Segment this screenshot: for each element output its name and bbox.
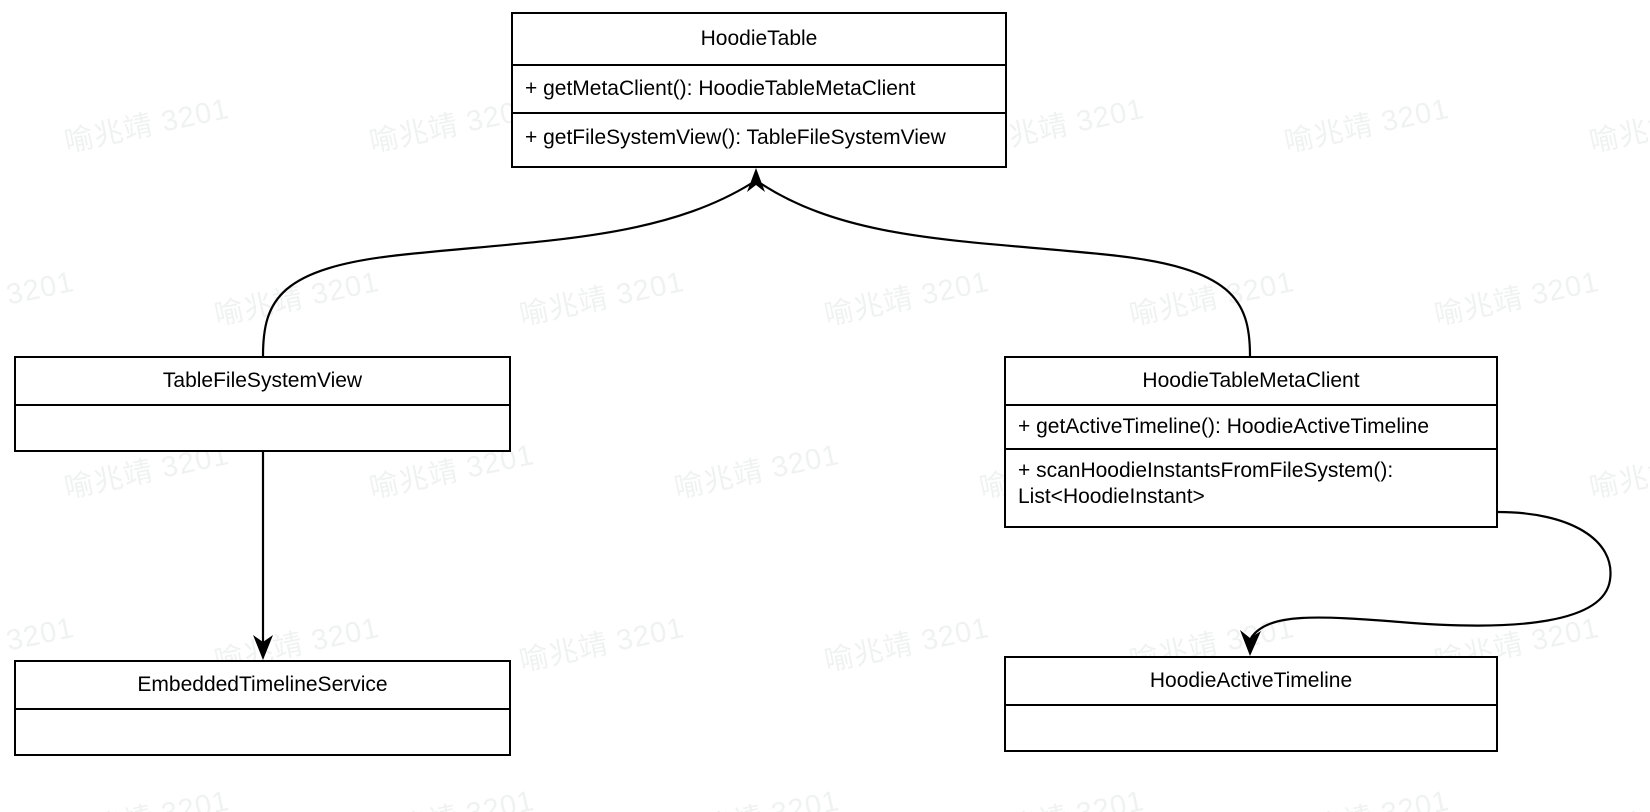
arrowhead-into-hoodie-table [747,168,765,192]
edge-tfsv-to-embedded [253,452,273,660]
edge-metaclient-to-activetimeline [1240,512,1611,656]
watermark-text: 喻兆靖 3201 [821,611,993,679]
class-box-hoodie-table-meta-client[interactable]: HoodieTableMetaClient + getActiveTimelin… [1004,356,1498,528]
class-name-hoodie-table: HoodieTable [513,14,1005,66]
class-box-tablefilesystemview[interactable]: TableFileSystemView [14,356,511,452]
class-name-tablefilesystemview: TableFileSystemView [16,358,509,406]
watermark-text: 喻兆靖 3201 [60,777,233,812]
watermark-text: 喻兆靖 3201 [671,438,843,506]
class-box-hoodie-active-timeline[interactable]: HoodieActiveTimeline [1004,656,1498,752]
watermark-text: 喻兆靖 3201 [1126,265,1298,333]
watermark-text: 喻兆靖 3201 [670,777,843,812]
watermark-text: 喻兆靖 3201 [1280,777,1453,812]
watermark-text: 喻兆靖 3201 [0,265,78,332]
class-name-embedded-timeline-service: EmbeddedTimelineService [16,662,509,710]
watermark-text: 喻兆靖 3201 [975,777,1148,812]
watermark-text: 喻兆靖 3201 [1431,265,1603,333]
class-name-hoodie-active-timeline: HoodieActiveTimeline [1006,658,1496,706]
watermark-text: 喻兆靖 3201 [516,611,688,679]
class-name-hoodie-table-meta-client: HoodieTableMetaClient [1006,358,1496,406]
class-method-meta-client-0: + getActiveTimeline(): HoodieActiveTimel… [1006,406,1496,450]
class-method-hoodie-table-1: + getFileSystemView(): TableFileSystemVi… [525,126,946,150]
edge-tfsv-to-hoodietable [263,183,752,356]
watermark-text: 喻兆靖 3201 [211,265,383,333]
class-methods-hoodie-active-timeline [1006,706,1496,750]
watermark-text: 喻兆靖 3201 [1586,439,1650,506]
edge-metaclient-to-hoodietable [760,183,1250,356]
class-method-hoodie-table-0: + getMetaClient(): HoodieTableMetaClient [513,66,1005,114]
watermark-text: 喻兆靖 3201 [516,265,688,333]
watermark-text: 喻兆靖 3201 [1281,92,1453,160]
class-box-embedded-timeline-service[interactable]: EmbeddedTimelineService [14,660,511,756]
watermark-text: 喻兆靖 3201 [1586,93,1650,160]
watermark-text: 喻兆靖 3201 [61,92,233,160]
watermark-text: 喻兆靖 3201 [821,265,993,333]
watermark-text: 喻兆靖 3201 [1585,777,1650,812]
class-methods-tablefilesystemview [16,406,509,450]
watermark-text: 喻兆靖 3201 [365,777,538,812]
class-method-meta-client-1: + scanHoodieInstantsFromFileSystem(): Li… [1018,459,1394,508]
class-methods-embedded-timeline-service [16,710,509,754]
class-box-hoodie-table[interactable]: HoodieTable + getMetaClient(): HoodieTab… [511,12,1007,168]
